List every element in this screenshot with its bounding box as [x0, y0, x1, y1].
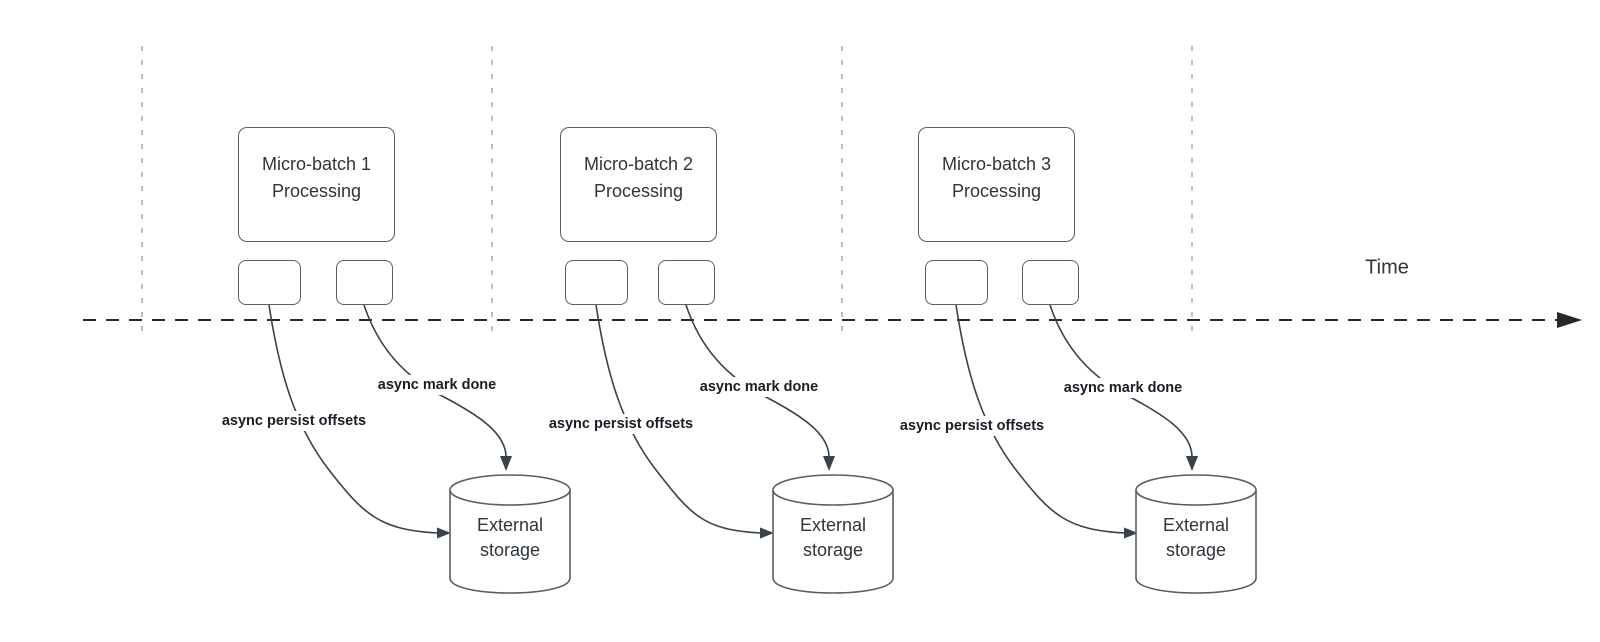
time-axis-arrowhead [1557, 312, 1582, 328]
external-storage-cylinder-3 [1135, 474, 1257, 594]
persist-offsets-arrow-3 [955, 304, 1126, 534]
cylinder-body-1 [449, 490, 571, 594]
offset-commit-box-2 [565, 260, 628, 305]
persist-offsets-arrow-1 [268, 304, 439, 534]
micro-batch-2-box: Micro-batch 2 Processing [560, 127, 717, 242]
time-axis-label: Time [1365, 256, 1409, 279]
cylinder-top-2 [772, 474, 894, 506]
external-storage-label-3: External storage [1162, 514, 1230, 560]
external-storage-cylinder-1 [449, 474, 571, 594]
persist-offsets-arrowhead-3 [1124, 527, 1138, 539]
mark-done-label-1: async mark done [373, 375, 501, 395]
mark-done-label-3: async mark done [1059, 378, 1187, 398]
external-storage-cylinder-2 [772, 474, 894, 594]
offset-commit-box-1 [238, 260, 301, 305]
persist-offsets-arrow-2 [595, 304, 762, 534]
mark-done-box-2 [658, 260, 715, 305]
mark-done-arrowhead-2 [823, 456, 835, 471]
mark-done-arrowhead-1 [500, 456, 512, 471]
cylinder-body-2 [772, 490, 894, 594]
micro-batch-1-box: Micro-batch 1 Processing [238, 127, 395, 242]
offset-commit-box-3 [925, 260, 988, 305]
mark-done-box-3 [1022, 260, 1079, 305]
persist-offsets-arrowhead-2 [760, 527, 774, 539]
mark-done-label-2: async mark done [695, 377, 823, 397]
external-storage-label-1: External storage [476, 514, 544, 560]
persist-offsets-label-1: async persist offsets [217, 411, 371, 431]
cylinder-body-3 [1135, 490, 1257, 594]
mark-done-arrowhead-3 [1186, 456, 1198, 471]
external-storage-label-2: External storage [799, 514, 867, 560]
cylinder-top-1 [449, 474, 571, 506]
cylinder-top-3 [1135, 474, 1257, 506]
mark-done-arrow-1 [363, 304, 507, 458]
persist-offsets-label-3: async persist offsets [895, 416, 1049, 436]
persist-offsets-label-2: async persist offsets [544, 414, 698, 434]
persist-offsets-arrowhead-1 [437, 527, 451, 539]
micro-batch-3-box: Micro-batch 3 Processing [918, 127, 1075, 242]
mark-done-box-1 [336, 260, 393, 305]
